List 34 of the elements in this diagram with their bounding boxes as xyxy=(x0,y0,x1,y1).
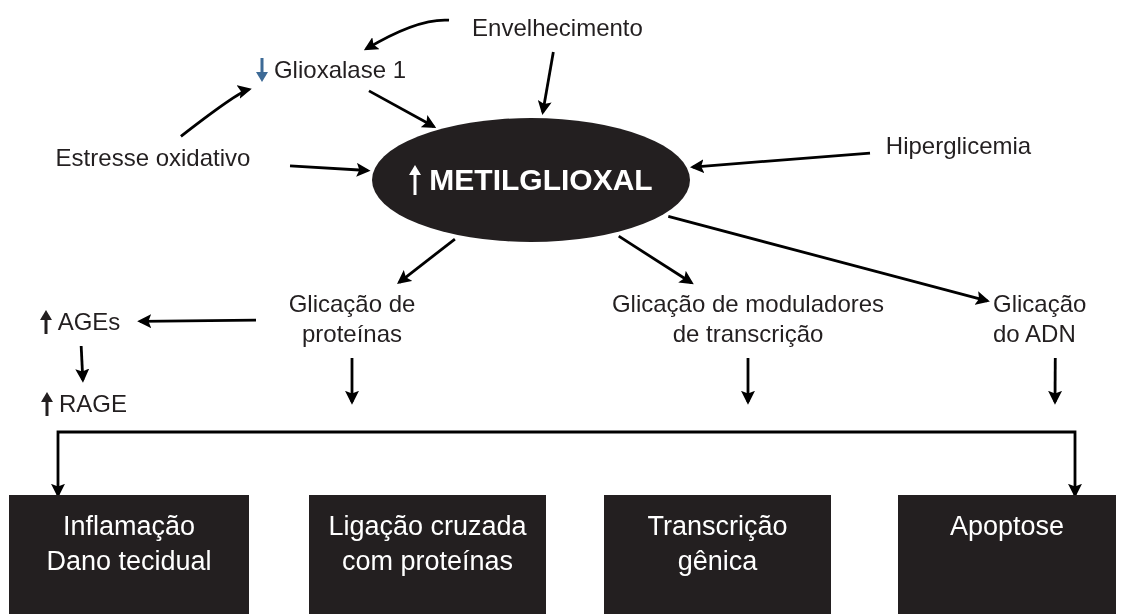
node-label: AGEs xyxy=(57,307,121,337)
node-label: RAGE xyxy=(59,389,127,419)
arrow xyxy=(75,345,90,383)
arrow xyxy=(667,215,990,305)
arrow xyxy=(345,358,359,405)
node-label: Glioxalase 1 xyxy=(273,55,407,85)
node-label: METILGLIOXAL xyxy=(429,163,653,197)
outcome-box xyxy=(9,495,249,614)
arrow xyxy=(289,162,371,177)
node-label: Glicação do ADN xyxy=(993,286,1118,352)
bracket-arrow xyxy=(570,430,1082,498)
outcome-box xyxy=(898,495,1116,614)
node-label: Glicação de proteínas xyxy=(262,286,442,352)
box-label: Apoptose xyxy=(948,510,1066,543)
arrow xyxy=(741,358,755,405)
outcome-box xyxy=(604,495,831,614)
node-label: Hiperglicemia xyxy=(876,128,1041,164)
arrow xyxy=(617,235,694,285)
arrow xyxy=(537,51,555,115)
bracket-arrow xyxy=(51,430,570,498)
node-label: Envelhecimento xyxy=(455,10,660,46)
arrow xyxy=(368,89,437,128)
arrow xyxy=(137,314,256,329)
box-label: Transcrição gênica xyxy=(646,510,789,579)
outcome-box xyxy=(309,495,546,614)
box-label: Ligação cruzada com proteínas xyxy=(327,510,528,579)
node-label: Glicação de moduladores de transcrição xyxy=(588,286,908,352)
arrow xyxy=(1048,358,1063,405)
arrow xyxy=(180,86,252,138)
arrow xyxy=(363,18,450,51)
arrow xyxy=(690,151,871,174)
node-label: Estresse oxidativo xyxy=(22,140,284,176)
box-label: Inflamação Dano tecidual xyxy=(45,510,213,579)
arrow xyxy=(397,238,456,285)
